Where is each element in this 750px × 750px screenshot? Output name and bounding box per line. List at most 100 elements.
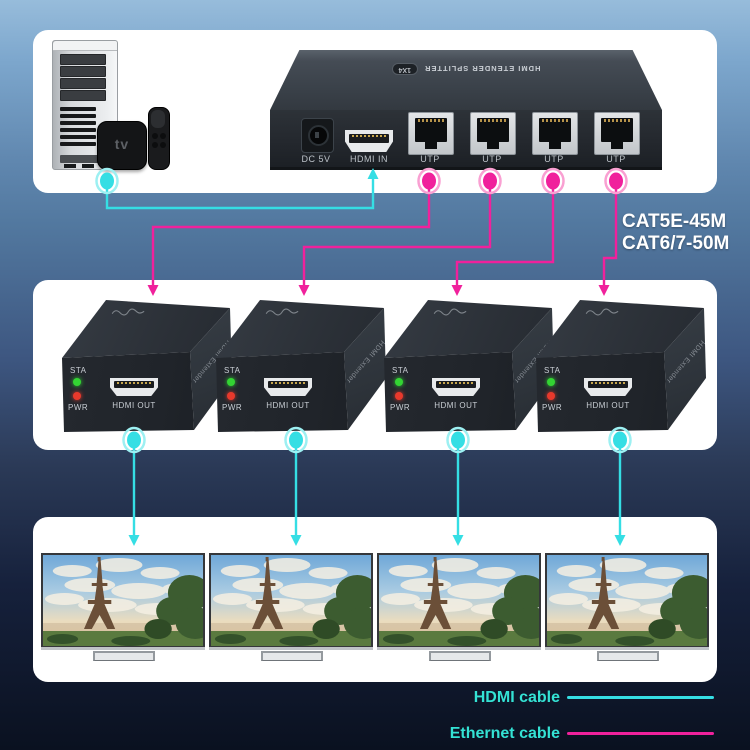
eiffel-tower xyxy=(587,557,620,629)
ethernet-cable-3 xyxy=(455,189,555,286)
tv-bottom-bezel xyxy=(377,647,541,650)
legend-ethernet-line xyxy=(567,732,714,735)
eiffel-tower xyxy=(251,557,284,629)
cat5e-label: CAT5E-45M xyxy=(622,211,727,232)
tv-screen-eiffel xyxy=(379,555,539,646)
trees xyxy=(312,575,371,639)
pc-front-panel xyxy=(60,155,104,168)
tv-1 xyxy=(41,553,205,661)
brand-logo xyxy=(265,308,299,316)
splitter-model-label: HDMI ETENDER SPLITTER xyxy=(424,64,541,74)
tv-stand xyxy=(93,651,155,661)
pwr-led xyxy=(395,392,403,400)
trees xyxy=(144,575,203,639)
remote-button xyxy=(152,142,158,148)
sta-label: STA xyxy=(224,366,241,375)
legend-ethernet-label: Ethernet cable xyxy=(449,725,560,742)
remote-button xyxy=(160,133,166,139)
hdmi-out-label: HDMI OUT xyxy=(434,401,478,410)
tv-screen-eiffel xyxy=(211,555,371,646)
sta-led xyxy=(547,378,555,386)
pwr-label: PWR xyxy=(390,403,411,412)
utp-port-4 xyxy=(594,112,640,155)
tv-bottom-bezel xyxy=(209,647,373,650)
pwr-label: PWR xyxy=(542,403,563,412)
tv-4 xyxy=(545,553,709,661)
receiver-2: HDMI Extender STA PWR HDMI OUT xyxy=(212,292,388,434)
hdmi-out-label: HDMI OUT xyxy=(266,401,310,410)
receiver-4: HDMI Extender STA PWR HDMI OUT xyxy=(532,292,708,434)
trees xyxy=(648,575,707,639)
splitter-top-face xyxy=(270,50,662,110)
utp-label-2: UTP xyxy=(482,154,502,164)
ethernet-cable-1 xyxy=(151,189,431,286)
trees xyxy=(480,575,539,639)
drive-bay xyxy=(60,54,106,65)
pwr-led xyxy=(547,392,555,400)
hdmi-in-label: HDMI IN xyxy=(350,154,388,164)
hdmi-out-port xyxy=(432,378,480,396)
tv-bottom-bezel xyxy=(41,647,205,650)
pwr-label: PWR xyxy=(68,403,89,412)
pwr-led xyxy=(73,392,81,400)
brand-logo xyxy=(585,308,619,316)
hdmi-out-label: HDMI OUT xyxy=(586,401,630,410)
utp-label-1: UTP xyxy=(420,154,440,164)
tv-remote xyxy=(148,107,170,170)
sta-label: STA xyxy=(544,366,561,375)
dc-power-jack xyxy=(301,118,334,153)
cat67-label: CAT6/7-50M xyxy=(622,233,730,254)
utp-label-3: UTP xyxy=(544,154,564,164)
drive-bay xyxy=(60,66,106,77)
ethernet-cable-2 xyxy=(302,189,492,286)
remote-button xyxy=(152,133,158,139)
pc-tower xyxy=(52,40,118,170)
receiver-1: HDMI Extender STA PWR HDMI OUT xyxy=(58,292,234,434)
pwr-led xyxy=(227,392,235,400)
apple-tv-logo: tv xyxy=(114,136,130,152)
tv-2 xyxy=(209,553,373,661)
receiver-3: HDMI Extender STA PWR HDMI OUT xyxy=(380,292,556,434)
tv-screen-eiffel xyxy=(43,555,203,646)
remote-touchpad xyxy=(151,110,165,128)
brand-logo xyxy=(433,308,467,316)
pwr-label: PWR xyxy=(222,403,243,412)
splitter-1x4-badge: 1X4 xyxy=(391,63,419,75)
hdmi-out-port xyxy=(264,378,312,396)
legend-hdmi-line xyxy=(567,696,714,699)
drive-bay xyxy=(60,78,106,89)
tv-stand xyxy=(597,651,659,661)
hdmi-out-port xyxy=(584,378,632,396)
utp-port-3 xyxy=(532,112,578,155)
apple-tv-box: tv xyxy=(97,121,147,170)
tv-stand xyxy=(429,651,491,661)
vent-slot xyxy=(60,135,96,139)
tv-stand xyxy=(261,651,323,661)
dc-port-label: DC 5V xyxy=(301,154,331,164)
tv-bottom-bezel xyxy=(545,647,709,650)
brand-logo xyxy=(111,308,145,316)
vent-slot xyxy=(60,114,96,118)
hdmi-out-port xyxy=(110,378,158,396)
hdmi-in-port xyxy=(345,130,393,152)
vent-slot xyxy=(60,107,96,111)
sta-led xyxy=(227,378,235,386)
vent-slot xyxy=(60,142,96,146)
sta-label: STA xyxy=(392,366,409,375)
legend-hdmi-label: HDMI cable xyxy=(473,689,560,706)
utp-port-2 xyxy=(470,112,516,155)
hdmi-out-label: HDMI OUT xyxy=(112,401,156,410)
ethernet-cable-4 xyxy=(602,189,618,286)
cable-distance-note: CAT5E-45M CAT6/7-50M xyxy=(622,211,729,255)
sta-led xyxy=(73,378,81,386)
tv-3 xyxy=(377,553,541,661)
eiffel-tower xyxy=(419,557,452,629)
splitter-top-print: HDMI ETENDER SPLITTER 1X4 xyxy=(380,61,552,77)
utp-port-1 xyxy=(408,112,454,155)
tv-screen-eiffel xyxy=(547,555,707,646)
utp-label-4: UTP xyxy=(606,154,626,164)
sta-label: STA xyxy=(70,366,87,375)
eiffel-tower xyxy=(83,557,116,629)
vent-slot xyxy=(60,121,96,125)
